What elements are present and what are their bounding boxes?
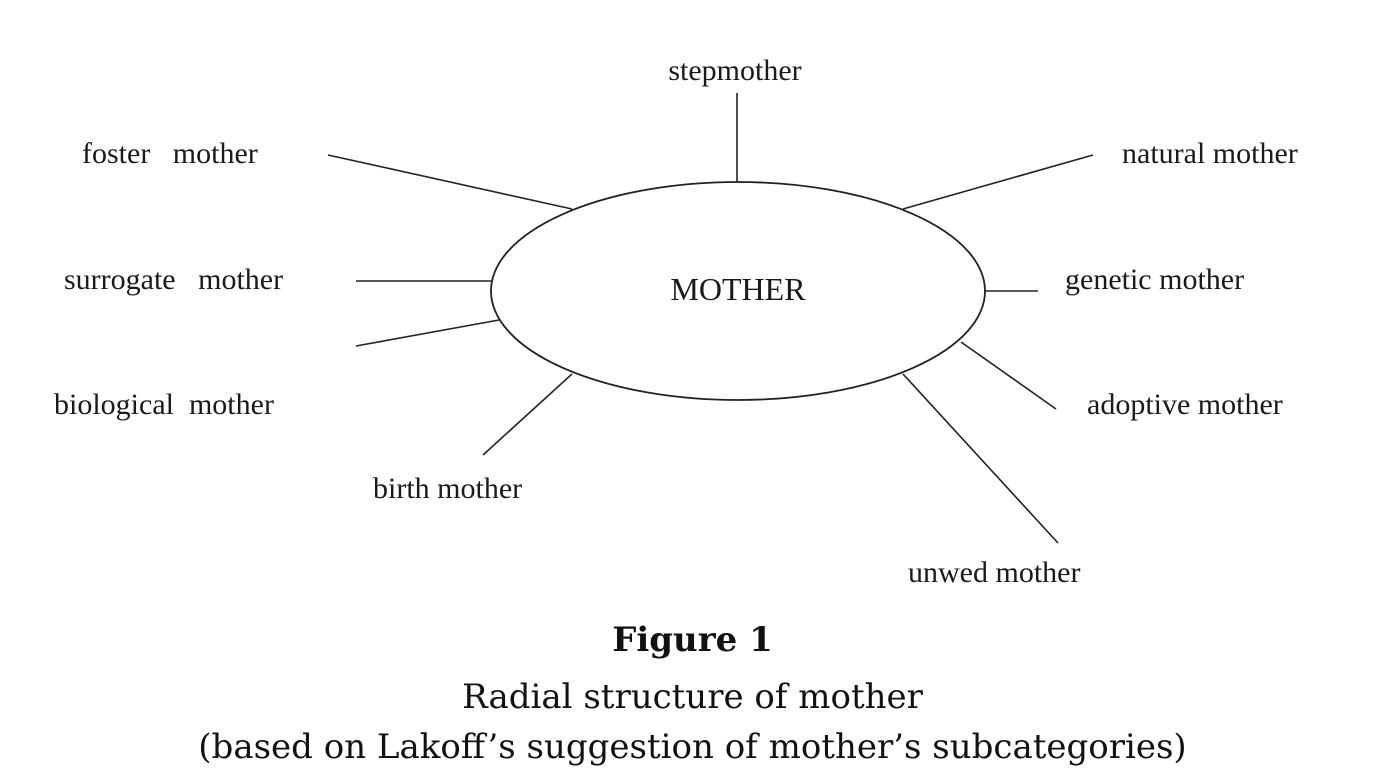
label-natural-mother: natural mother [1122,137,1298,170]
figure-caption-line-1: Radial structure of mother [462,677,923,717]
figure-title: Figure 1 [612,620,773,660]
label-biological-mother: biological mother [54,388,274,421]
label-genetic-mother: genetic mother [1065,263,1244,296]
label-birth-mother: birth mother [373,472,522,505]
spoke-biological-mother [355,319,500,347]
spoke-foster-mother [327,154,573,210]
label-unwed-mother: unwed mother [908,556,1080,589]
spoke-adoptive-mother [960,341,1057,410]
label-stepmother: stepmother [668,54,801,87]
spoke-birth-mother [482,373,573,456]
spoke-natural-mother [902,154,1094,210]
label-surrogate-mother: surrogate mother [64,263,283,296]
label-foster-mother: foster mother [82,137,258,170]
spoke-unwed-mother [902,373,1059,544]
label-adoptive-mother: adoptive mother [1087,388,1283,421]
center-label: MOTHER [670,271,806,307]
mother-ellipse [490,181,986,401]
figure-caption-line-2: (based on Lakoff’s suggestion of mother’… [198,727,1187,767]
